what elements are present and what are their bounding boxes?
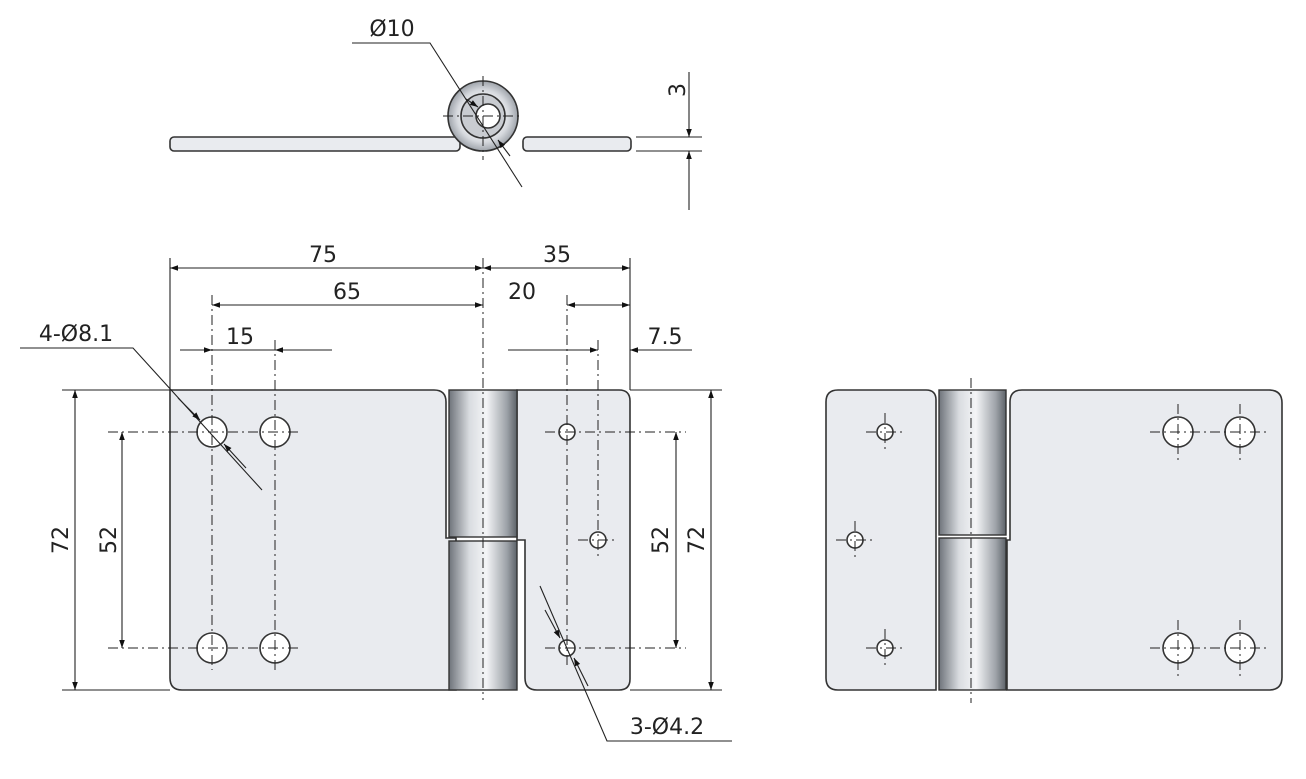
front-view: 75 35 65 20 15 7.5 4-Ø8.1 3-Ø4.2 72 <box>20 243 732 742</box>
mirror-leaf-right <box>1006 389 1283 691</box>
front-leaf-right <box>516 389 631 691</box>
dim-label-65: 65 <box>333 280 361 305</box>
hole-callout-large-arrow-1 <box>177 397 201 421</box>
top-view-leaf-left <box>169 136 461 152</box>
front-leaf-left <box>169 389 457 691</box>
mirror-barrel-lower <box>938 537 1007 691</box>
dim-label-15: 15 <box>226 325 254 350</box>
mirror-barrel-upper <box>938 389 1007 536</box>
dim-label-72-right: 72 <box>685 526 710 554</box>
top-view: Ø10 3 <box>169 17 702 210</box>
pin-diameter-leader <box>352 42 523 188</box>
pin-diameter-arrow-2 <box>497 139 511 157</box>
hole-callout-small-arrow-2 <box>573 657 589 687</box>
hole-callout-large-label: 4-Ø8.1 <box>39 322 113 347</box>
dim-label-75: 75 <box>309 243 337 268</box>
pin-diameter-label: Ø10 <box>369 17 414 42</box>
hole-callout-large-arrow-2 <box>223 443 247 469</box>
mirror-leaf-left <box>825 389 937 691</box>
hole-callout-large-leader <box>20 347 263 491</box>
hole-callout-small-leader <box>539 585 732 742</box>
dim-label-35: 35 <box>543 243 571 268</box>
dim-label-52-left: 52 <box>97 526 122 554</box>
top-view-leaf-right <box>522 136 632 152</box>
mirrored-view <box>825 378 1283 703</box>
dim-label-20: 20 <box>508 280 536 305</box>
pin-diameter-arrow-1 <box>465 98 479 108</box>
hole-callout-small-arrow-1 <box>544 609 561 639</box>
dim-label-7-5: 7.5 <box>648 325 683 350</box>
thickness-label: 3 <box>666 83 691 97</box>
dim-label-52-right: 52 <box>649 526 674 554</box>
dim-label-72-left: 72 <box>49 526 74 554</box>
hole-callout-small-label: 3-Ø4.2 <box>630 715 704 740</box>
